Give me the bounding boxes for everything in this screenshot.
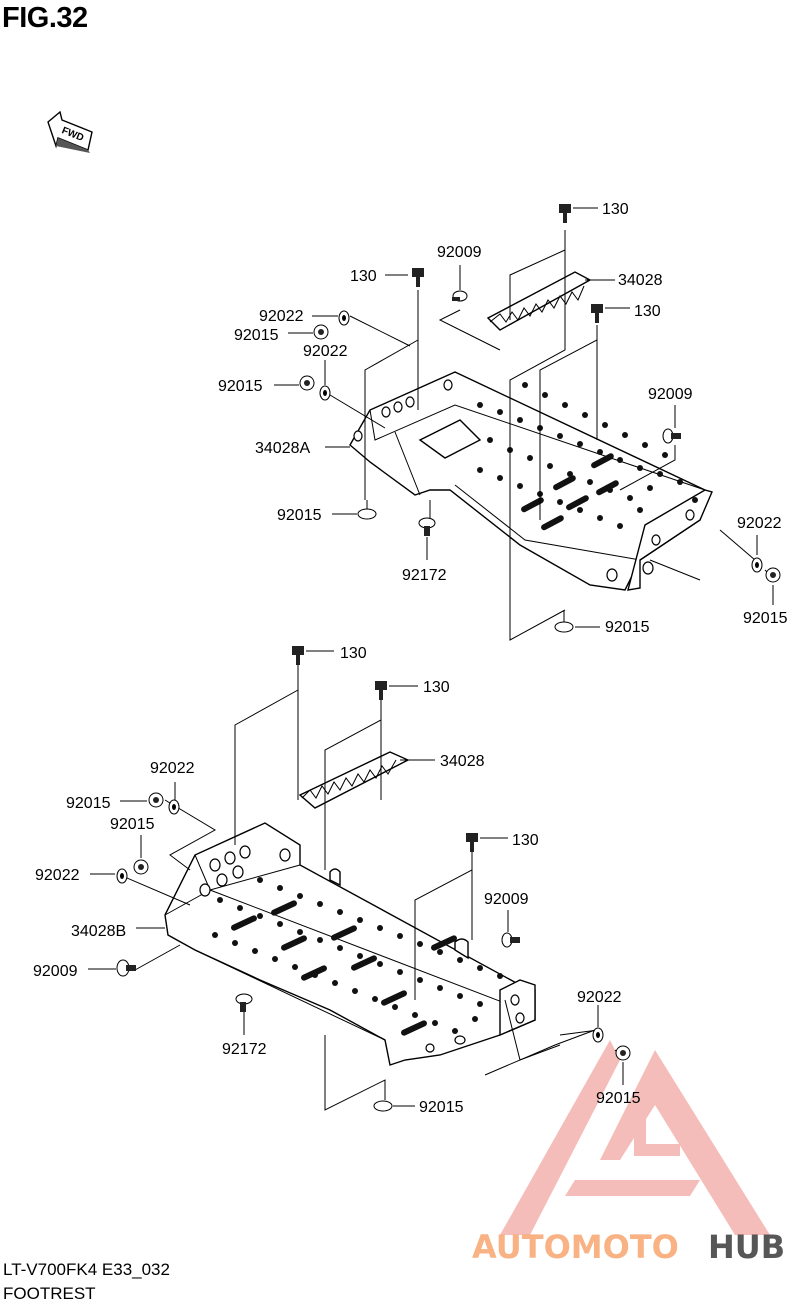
bolt-icon (375, 681, 387, 700)
bolt-icon (412, 268, 424, 287)
screw-icon (662, 428, 681, 444)
callout-label: 92022 (577, 989, 622, 1006)
flange-nut-icon (357, 508, 377, 520)
callout-label: 92015 (110, 816, 155, 833)
washer-icon (168, 799, 180, 815)
flange-nut-icon (554, 621, 574, 633)
washer-icon (116, 868, 128, 884)
callout-label: 92172 (222, 1041, 267, 1058)
callout-label: 92009 (648, 386, 693, 403)
nut-icon (148, 792, 164, 808)
callout-label: 92022 (303, 343, 348, 360)
bolt-icon (466, 833, 478, 852)
nut-icon (313, 324, 329, 340)
nut-icon (299, 375, 315, 391)
callout-label: 92009 (437, 244, 482, 261)
callout-label: 92015 (218, 378, 263, 395)
nut-icon (615, 1045, 631, 1061)
section-name: FOOTREST (3, 1284, 96, 1303)
watermark-text: AUTOMOTO HUB (472, 1228, 785, 1266)
watermark-logo (500, 1040, 770, 1235)
lower-footrest-assembly: 130 130 34028 92022 92015 92015 130 9202… (33, 645, 641, 1116)
nut-icon (765, 567, 781, 583)
watermark-part1: AUTOMOTO (472, 1228, 679, 1266)
callout-label: 92022 (737, 515, 782, 532)
callout-label: 92022 (35, 867, 80, 884)
figure-title: FIG.32 (2, 2, 88, 34)
bolt-icon (559, 204, 571, 223)
callout-label: 92022 (259, 308, 304, 325)
washer-icon (338, 310, 350, 326)
callout-label: 92015 (605, 619, 650, 636)
callout-label: 92015 (234, 327, 279, 344)
callout-label: 92022 (150, 760, 195, 777)
washer-icon (319, 385, 331, 401)
callout-label: 130 (634, 303, 661, 320)
callout-label: 34028 (440, 753, 485, 770)
callout-label: 130 (350, 268, 377, 285)
callout-label: 92015 (66, 795, 111, 812)
callout-label: 92009 (484, 891, 529, 908)
callout-label: 92015 (277, 507, 322, 524)
bolt-icon (292, 646, 304, 665)
screw-icon (452, 290, 468, 302)
callout-label: 130 (512, 832, 539, 849)
callout-label: 130 (340, 645, 367, 662)
upper-footrest-assembly: 130 34028 130 92009 92009 130 92022 9201… (218, 201, 788, 641)
callout-label: 92015 (419, 1099, 464, 1116)
model-code: LT-V700FK4 E33_032 (3, 1260, 170, 1279)
callout-label: 92015 (596, 1090, 641, 1107)
callout-label: 92015 (743, 610, 788, 627)
washer-icon (592, 1027, 604, 1043)
washer-icon (751, 557, 763, 573)
flange-nut-icon (373, 1100, 393, 1112)
screw-icon (501, 932, 520, 948)
callout-label: 34028A (255, 440, 310, 457)
screw-icon (116, 959, 136, 977)
callout-label: 130 (423, 679, 450, 696)
watermark-part2: HUB (708, 1228, 785, 1266)
fwd-arrow-icon: FWD (47, 110, 93, 153)
callout-label: 34028 (618, 272, 663, 289)
bolt-icon (418, 517, 436, 536)
callout-label: 34028B (71, 923, 126, 940)
callout-label: 92009 (33, 963, 78, 980)
callout-label: 92172 (402, 567, 447, 584)
bolt-icon (591, 304, 603, 323)
bolt-icon (235, 993, 253, 1012)
nut-icon (133, 859, 149, 875)
callout-label: 130 (602, 201, 629, 218)
